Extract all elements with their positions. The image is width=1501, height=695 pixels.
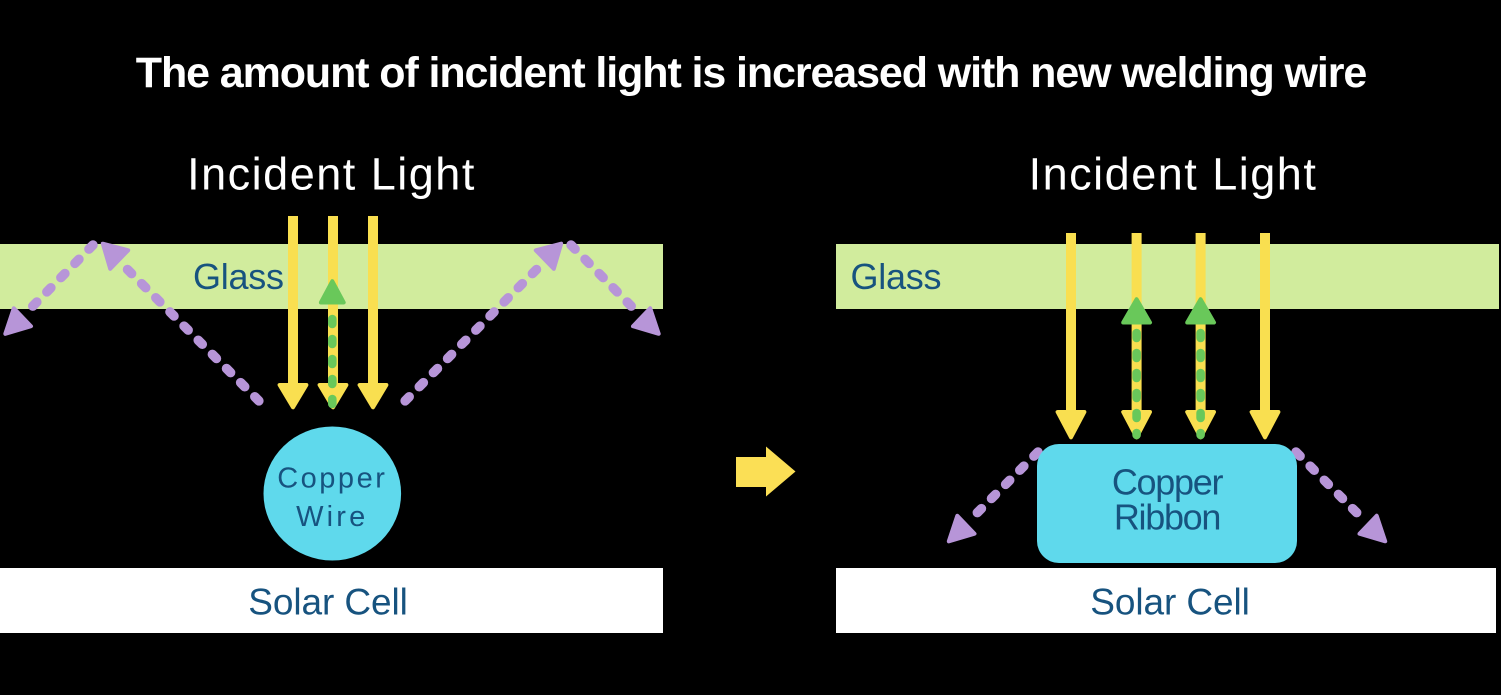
svg-text:Solar Cell: Solar Cell <box>1090 582 1249 623</box>
svg-text:Wire: Wire <box>296 501 368 533</box>
svg-text:Solar Cell: Solar Cell <box>248 582 407 623</box>
svg-text:Copper: Copper <box>1112 462 1224 503</box>
svg-text:Glass: Glass <box>193 256 284 297</box>
svg-text:Glass: Glass <box>851 256 942 297</box>
svg-text:Incident Light: Incident Light <box>187 149 476 200</box>
svg-text:Copper: Copper <box>277 463 387 495</box>
svg-text:The amount of incident light i: The amount of incident light is increase… <box>136 49 1367 97</box>
svg-text:Ribbon: Ribbon <box>1114 497 1220 538</box>
svg-text:Incident Light: Incident Light <box>1029 149 1318 200</box>
